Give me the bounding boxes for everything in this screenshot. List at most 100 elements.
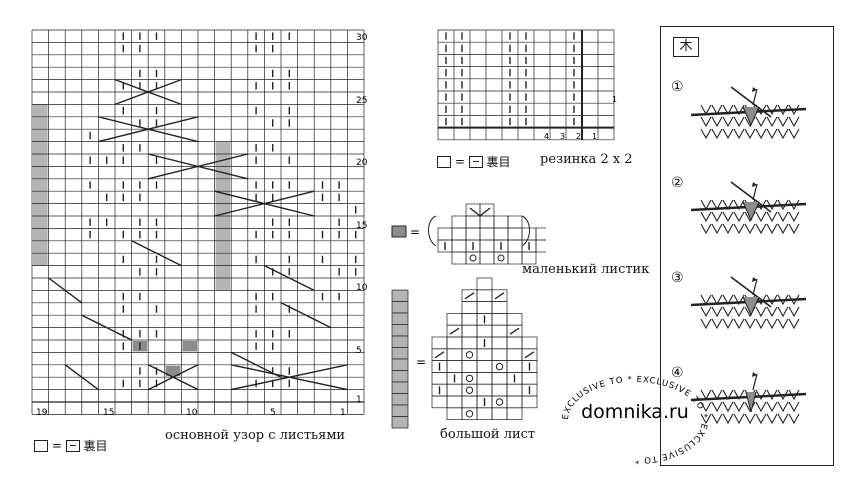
knit-stitch-loop bbox=[711, 306, 723, 318]
knit-stitch-loop bbox=[766, 116, 778, 128]
knit-stitch-loop bbox=[788, 318, 800, 330]
big-leaf-cell bbox=[476, 289, 493, 302]
big-leaf-cell bbox=[461, 336, 478, 350]
big-leaf-swatch-cell bbox=[391, 312, 409, 325]
big-leaf-cell bbox=[446, 383, 463, 397]
direction-arrow bbox=[752, 88, 758, 106]
cable-cross-mark bbox=[280, 302, 332, 329]
knit-stitch-loop bbox=[777, 116, 789, 128]
knit-stitch-loop bbox=[766, 223, 778, 235]
big-leaf-chart: = bbox=[391, 277, 538, 429]
knit-stitch-loop bbox=[788, 116, 800, 128]
small-leaf-cell bbox=[507, 215, 523, 229]
rib-legend: = 裏目 bbox=[437, 153, 511, 170]
knit-stitch-loop bbox=[788, 294, 800, 306]
knit-stitch-loop bbox=[755, 128, 767, 140]
main-col-label-5: 5 bbox=[270, 408, 276, 418]
knit-stitch-loop bbox=[788, 211, 800, 223]
cable-cross-mark bbox=[114, 78, 182, 106]
yarn-over-mark bbox=[465, 386, 474, 394]
big-leaf-cell bbox=[461, 324, 478, 338]
step-illustration bbox=[691, 86, 807, 140]
knit-stitch-loop bbox=[711, 128, 723, 140]
big-leaf-cell bbox=[476, 348, 493, 361]
main-row-label-20: 20 bbox=[356, 158, 368, 168]
small-leaf-arrow-left bbox=[428, 215, 437, 247]
knit-stitch-loop bbox=[733, 294, 745, 306]
small-leaf-cell bbox=[479, 239, 495, 253]
big-leaf-cell bbox=[491, 383, 508, 397]
working-needle bbox=[730, 86, 772, 118]
knit-stitch-loop bbox=[700, 211, 712, 223]
knit-stitch-loop bbox=[788, 401, 800, 413]
yarn-over-mark bbox=[495, 398, 504, 406]
knit-stitch-loop bbox=[722, 413, 734, 425]
shaded-stitch-column bbox=[33, 104, 48, 266]
big-leaf-cell bbox=[506, 395, 523, 409]
rib-chart-caption: резинка 2 х 2 bbox=[540, 152, 633, 167]
big-leaf-cell bbox=[491, 324, 508, 338]
knit-stitch-loop bbox=[733, 199, 745, 211]
main-col-label-15: 15 bbox=[103, 408, 114, 418]
big-leaf-cell bbox=[506, 383, 523, 397]
knit-stitch-loop bbox=[755, 413, 767, 425]
small-leaf-cell bbox=[479, 227, 495, 241]
main-chart-symbols bbox=[48, 32, 357, 391]
yarn-over-mark bbox=[465, 374, 474, 383]
knit-stitch-loop bbox=[700, 104, 712, 116]
cable-cross-mark bbox=[469, 207, 481, 217]
knit-stitch-loop bbox=[700, 306, 712, 318]
main-legend-symbol: 裏目 bbox=[83, 439, 108, 453]
knit-stitch-loop bbox=[755, 318, 767, 330]
big-leaf-cell bbox=[461, 301, 478, 314]
yarn-over-mark bbox=[469, 254, 477, 262]
knit-stitch-loop bbox=[777, 294, 789, 306]
rib-col-label-1: 1 bbox=[592, 132, 597, 141]
big-leaf-swatch-cell bbox=[391, 404, 409, 417]
knit-stitch-loop bbox=[755, 116, 767, 128]
knit-stitch-loop bbox=[733, 116, 745, 128]
big-leaf-cell bbox=[521, 372, 538, 385]
step-1-marker: ① bbox=[671, 79, 684, 95]
empty-cell-legend-icon bbox=[437, 155, 451, 168]
knit-stitch-loop bbox=[700, 294, 712, 306]
knit-stitch-loop bbox=[777, 318, 789, 330]
worked-stitch bbox=[742, 201, 760, 222]
knit-stitch-loop bbox=[766, 104, 778, 116]
knit-stitch-loop bbox=[777, 401, 789, 413]
small-leaf-cell bbox=[535, 239, 546, 253]
big-leaf-swatch-cell bbox=[391, 358, 409, 371]
big-leaf-cell bbox=[446, 336, 463, 350]
big-leaf-cell bbox=[491, 313, 508, 326]
main-row-label-15: 15 bbox=[356, 221, 367, 231]
big-leaf-cell bbox=[446, 407, 463, 420]
knit-stitch-loop bbox=[766, 306, 778, 318]
svg-text:=: = bbox=[416, 355, 426, 369]
worked-stitch bbox=[742, 106, 760, 127]
big-leaf-cell bbox=[506, 348, 523, 361]
knit-stitch-loop bbox=[766, 199, 778, 211]
cable-cross-mark bbox=[214, 190, 315, 217]
small-leaf-cell bbox=[493, 227, 509, 241]
knit-stitch-loop bbox=[733, 211, 745, 223]
knit-stitch-loop bbox=[777, 211, 789, 223]
knit-stitch-loop bbox=[700, 128, 712, 140]
knit-stitch-loop bbox=[722, 211, 734, 223]
knit-stitch-loop bbox=[755, 389, 767, 401]
knit-stitch-loop bbox=[777, 389, 789, 401]
cable-cross-mark bbox=[524, 351, 535, 359]
small-leaf-cell bbox=[451, 215, 467, 229]
knit-stitch-loop bbox=[766, 211, 778, 223]
knit-stitch-loop bbox=[733, 104, 745, 116]
knit-stitch-loop bbox=[777, 413, 789, 425]
big-leaf-cell bbox=[446, 348, 463, 361]
big-leaf-cell bbox=[476, 277, 493, 291]
knit-stitch-loop bbox=[755, 306, 767, 318]
knit-stitch-loop bbox=[755, 211, 767, 223]
big-leaf-cell bbox=[476, 360, 493, 373]
leaf-motif-cell bbox=[165, 365, 181, 377]
knit-stitch-loop bbox=[711, 401, 723, 413]
main-chart-caption: основной узор с листьями bbox=[165, 428, 346, 443]
yarn-over-mark bbox=[465, 410, 474, 418]
knit-stitch-loop bbox=[722, 116, 734, 128]
